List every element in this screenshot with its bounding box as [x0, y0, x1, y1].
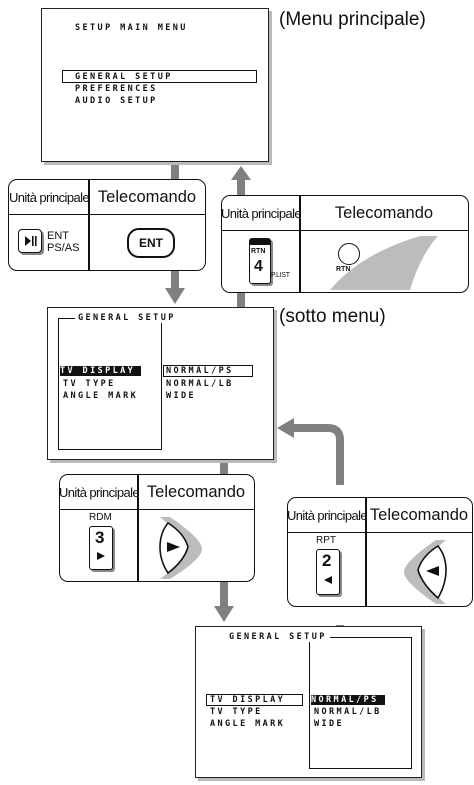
right-box-unit-label: Unità principale [59, 484, 140, 500]
play-pause-icon [25, 236, 37, 246]
enter-key-box: Unità principale Telecomando ENT PS/AS E… [8, 179, 206, 271]
left-box-header [288, 498, 472, 533]
main-menu-item-audio-setup[interactable]: AUDIO SETUP [75, 96, 158, 106]
left-box-unit-label: Unità principale [287, 507, 368, 523]
left-box-divider [365, 498, 367, 606]
enter-unit-key-label-2: PS/AS [47, 242, 80, 254]
bottom-item-angle-mark[interactable]: ANGLE MARK [210, 719, 286, 729]
right-box-remote-label: Telecomando [146, 482, 246, 501]
sub-menu-option-wide[interactable]: WIDE [166, 391, 197, 401]
rpt-key-number: 2 [322, 551, 332, 570]
main-menu-caption: (Menu principale) [279, 9, 426, 30]
right-key-box: Unità principale Telecomando RDM 3 [59, 474, 255, 582]
rtn-key-number: 4 [254, 258, 263, 275]
return-curve [292, 424, 344, 458]
right-triangle-icon [97, 552, 105, 560]
sub-menu-option-normal-ps[interactable]: NORMAL/PS [163, 365, 253, 377]
main-menu-screen: SETUP MAIN MENU GENERAL SETUP PREFERENCE… [41, 8, 269, 162]
remote-ent-label: ENT [139, 236, 163, 250]
bottom-screen-title: GENERAL SETUP [226, 632, 330, 642]
return-box-divider [299, 196, 301, 292]
main-menu-item-preferences[interactable]: PREFERENCES [75, 84, 158, 94]
remote-ent-button[interactable]: ENT [127, 228, 175, 258]
bottom-option-wide[interactable]: WIDE [314, 719, 345, 729]
remote-rtn-button[interactable] [338, 243, 360, 265]
right-box-divider [137, 475, 139, 581]
left-key-box: Unità principale Telecomando RPT 2 [287, 497, 473, 607]
sub-menu-caption: (sotto menu) [279, 306, 386, 327]
bottom-right-panel [309, 637, 412, 769]
arrow-up-to-main-menu [231, 166, 251, 180]
bottom-screen: GENERAL SETUP TV DISPLAY TV TYPE ANGLE M… [195, 626, 422, 778]
right-box-header [60, 475, 254, 510]
bottom-item-tv-type[interactable]: TV TYPE [210, 707, 263, 717]
connector-return-to-main [237, 178, 245, 196]
bottom-option-normal-ps[interactable]: NORMAL/PS [311, 695, 385, 705]
remote-rtn-label: RTN [336, 266, 351, 273]
main-menu-selection-frame [62, 70, 257, 83]
left-arrow-icon [426, 566, 439, 576]
main-menu-item-general-setup[interactable]: GENERAL SETUP [75, 72, 173, 82]
left-box-remote-label: Telecomando [369, 505, 469, 524]
connector-sub-to-return [237, 290, 245, 308]
rtn-key-label: RTN [251, 248, 266, 255]
sub-menu-item-tv-type[interactable]: TV TYPE [63, 379, 116, 389]
return-box-remote-label: Telecomando [334, 203, 434, 222]
play-pause-key[interactable] [18, 229, 42, 253]
rtn-key[interactable]: RTN 4 [249, 238, 271, 284]
sub-menu-screen: GENERAL SETUP TV DISPLAY TV TYPE ANGLE M… [47, 307, 274, 460]
connector-main-to-enter [171, 165, 179, 181]
right-arrow-icon [167, 542, 180, 552]
rtn-key-top-bar [250, 239, 270, 245]
return-key-box: Unità principale Telecomando RTN 4 P.LIS… [221, 195, 469, 293]
connector-right-to-bottom [220, 580, 228, 610]
sub-menu-title: GENERAL SETUP [75, 313, 179, 323]
remote-rtn-graphic [330, 236, 438, 290]
enter-unit-key-label-1: ENT [47, 230, 69, 242]
arrow-down-to-submenu [165, 288, 185, 304]
enter-box-remote-label: Telecomando [97, 187, 197, 206]
bottom-item-tv-display[interactable]: TV DISPLAY [206, 694, 303, 706]
arrow-down-to-bottom-screen [214, 606, 234, 622]
remote-right-button[interactable] [138, 509, 254, 581]
connector-sub-to-right [220, 461, 228, 475]
return-box-header [222, 196, 468, 231]
left-triangle-icon [324, 576, 332, 584]
rpt-label: RPT [316, 535, 336, 546]
sub-menu-item-angle-mark[interactable]: ANGLE MARK [63, 391, 139, 401]
return-box-unit-label: Unità principale [221, 205, 302, 221]
arrow-left-to-submenu [277, 418, 294, 438]
rdm-label: RDM [89, 512, 112, 523]
connector-left-to-curve [336, 455, 344, 485]
rpt-2-key[interactable]: 2 [316, 549, 340, 595]
main-menu-title: SETUP MAIN MENU [75, 23, 188, 33]
enter-box-divider [88, 180, 90, 270]
enter-box-header [9, 180, 205, 215]
bottom-option-normal-lb[interactable]: NORMAL/LB [314, 707, 382, 717]
sub-menu-item-tv-display[interactable]: TV DISPLAY [60, 366, 142, 376]
sub-menu-option-normal-lb[interactable]: NORMAL/LB [166, 379, 234, 389]
connector-enter-to-sub [171, 271, 179, 291]
rdm-key-number: 3 [95, 528, 105, 547]
enter-box-unit-label: Unità principale [9, 189, 90, 205]
remote-left-button[interactable] [366, 532, 472, 606]
rdm-3-key[interactable]: 3 [89, 526, 113, 570]
plist-label: P.LIST [271, 272, 290, 279]
